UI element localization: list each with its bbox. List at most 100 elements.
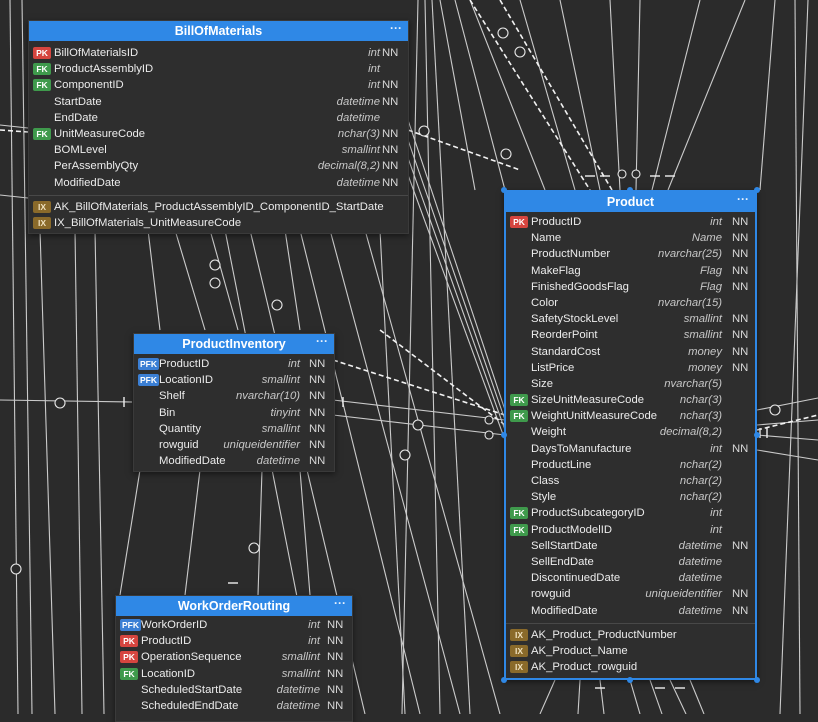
column-not-null: NN <box>732 264 749 277</box>
column-not-null: NN <box>327 635 344 648</box>
resize-handle-right[interactable] <box>754 432 760 438</box>
resize-handle-bottom[interactable] <box>627 677 633 683</box>
key-badge-fk: FK <box>33 79 51 92</box>
column-type: datetime <box>336 95 380 108</box>
key-badge-pk: PK <box>120 635 138 648</box>
resize-handle-top-left[interactable] <box>501 187 507 193</box>
column-type: int <box>368 79 380 92</box>
resize-handle-top-right[interactable] <box>754 187 760 193</box>
column-not-null: NN <box>732 329 749 342</box>
entity-header-productinventory[interactable]: ProductInventory ··· <box>134 334 334 354</box>
entity-menu-icon[interactable]: ··· <box>390 21 402 35</box>
column-type: nchar(3) <box>679 394 722 407</box>
column-not-null: NN <box>732 280 749 293</box>
column-type: nvarchar(5) <box>664 377 722 390</box>
column-type: smallint <box>281 651 320 664</box>
column-name: ModifiedDate <box>159 455 226 468</box>
column-not-null: NN <box>327 683 344 696</box>
column-type: nchar(2) <box>679 458 722 471</box>
entity-menu-icon[interactable]: ··· <box>737 192 749 206</box>
column-type: datetime <box>678 604 722 617</box>
column-name: LocationID <box>159 374 214 387</box>
column-not-null: NN <box>309 374 326 387</box>
resize-handle-top[interactable] <box>627 187 633 193</box>
entity-header-workorderrouting[interactable]: WorkOrderRouting ··· <box>116 596 352 616</box>
column-name: ReorderPoint <box>531 329 598 342</box>
resize-handle-bottom-right[interactable] <box>754 677 760 683</box>
entity-menu-icon[interactable]: ··· <box>334 596 346 610</box>
entity-header-product[interactable]: Product ··· <box>506 192 755 212</box>
entity-header-billofmaterials[interactable]: BillOfMaterials ··· <box>29 21 408 41</box>
column-not-null: NN <box>327 667 344 680</box>
column-type: int <box>710 507 722 520</box>
resize-handle-bottom-left[interactable] <box>501 677 507 683</box>
entity-menu-icon[interactable]: ··· <box>316 334 328 348</box>
column-not-null: NN <box>382 160 399 173</box>
column-type: int <box>368 63 380 76</box>
column-name: Weight <box>531 426 566 439</box>
column-name: FinishedGoodsFlag <box>531 280 629 293</box>
column-type: nchar(2) <box>679 475 722 487</box>
resize-handle-left[interactable] <box>501 432 507 438</box>
column-type: datetime <box>256 455 300 468</box>
